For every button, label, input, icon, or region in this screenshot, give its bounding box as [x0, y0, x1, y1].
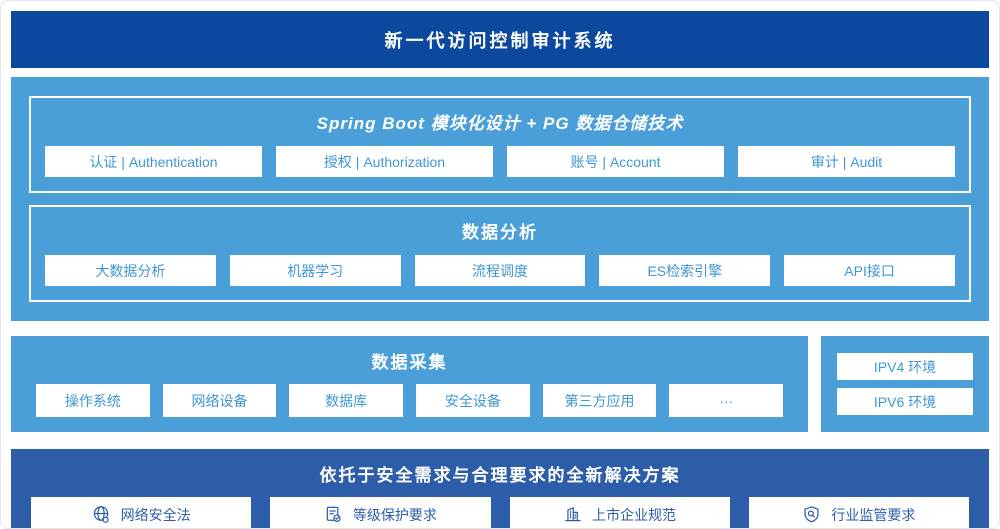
solution-box-label: 上市企业规范 [592, 506, 677, 523]
system-title-banner: 新一代访问控制审计系统 [11, 11, 989, 68]
solution-boxes-row: 网络安全法 等级保护要求 [31, 497, 969, 528]
solution-box-listed-company: 上市企业规范 [509, 497, 730, 528]
module-row: 认证 | Authentication 授权 | Authorization 账… [45, 146, 955, 177]
module-box-authentication: 认证 | Authentication [45, 146, 262, 177]
analysis-box-bigdata: 大数据分析 [45, 255, 216, 286]
collection-row-wrapper: 数据采集 操作系统 网络设备 数据库 安全设备 第三方应用 ··· IPV4 环… [11, 336, 989, 432]
analysis-box-api: API接口 [784, 255, 955, 286]
solution-box-cybersecurity-law: 网络安全法 [31, 497, 252, 528]
platform-layer: Spring Boot 模块化设计 + PG 数据仓储技术 认证 | Authe… [11, 77, 989, 321]
env-box-ipv6: IPV6 环境 [837, 388, 973, 415]
collection-box-more: ··· [669, 384, 784, 417]
collection-box-network-device: 网络设备 [162, 384, 277, 417]
document-check-icon [324, 505, 343, 524]
building-icon [563, 505, 582, 524]
collection-boxes-row: 操作系统 网络设备 数据库 安全设备 第三方应用 ··· [36, 384, 784, 417]
analysis-box-workflow: 流程调度 [414, 255, 586, 286]
module-box-account: 账号 | Account [507, 146, 724, 177]
springboot-sublayer: Spring Boot 模块化设计 + PG 数据仓储技术 认证 | Authe… [29, 96, 971, 193]
springboot-title: Spring Boot 模块化设计 + PG 数据仓储技术 [316, 114, 684, 133]
data-collection-layer: 数据采集 操作系统 网络设备 数据库 安全设备 第三方应用 ··· [11, 336, 808, 432]
globe-icon [92, 505, 111, 524]
environment-panel: IPV4 环境 IPV6 环境 [821, 336, 989, 432]
collection-box-os: 操作系统 [36, 384, 150, 417]
analysis-box-es: ES检索引擎 [599, 255, 771, 286]
system-title: 新一代访问控制审计系统 [384, 30, 616, 51]
solution-title: 依托于安全需求与合理要求的全新解决方案 [319, 466, 681, 485]
env-box-ipv4: IPV4 环境 [837, 353, 973, 380]
collection-box-security-device: 安全设备 [416, 384, 530, 417]
collection-box-thirdparty: 第三方应用 [542, 384, 657, 417]
data-collection-title: 数据采集 [371, 353, 448, 372]
solution-box-label: 行业监管要求 [831, 506, 916, 523]
solution-layer: 依托于安全需求与合理要求的全新解决方案 网络安全法 [11, 449, 989, 528]
collection-box-database: 数据库 [289, 384, 404, 417]
solution-box-label: 等级保护要求 [352, 506, 437, 523]
data-analysis-title: 数据分析 [462, 223, 538, 242]
analysis-row: 大数据分析 机器学习 流程调度 ES检索引擎 API接口 [45, 255, 955, 286]
analysis-box-ml: 机器学习 [229, 255, 401, 286]
shield-search-icon [802, 505, 821, 524]
module-box-authorization: 授权 | Authorization [276, 146, 493, 177]
solution-box-label: 网络安全法 [120, 506, 191, 523]
data-analysis-sublayer: 数据分析 大数据分析 机器学习 流程调度 ES检索引擎 API接口 [29, 205, 971, 302]
solution-box-industry-regulation: 行业监管要求 [748, 497, 969, 528]
solution-box-classified-protection: 等级保护要求 [270, 497, 491, 528]
module-box-audit: 审计 | Audit [738, 146, 955, 177]
